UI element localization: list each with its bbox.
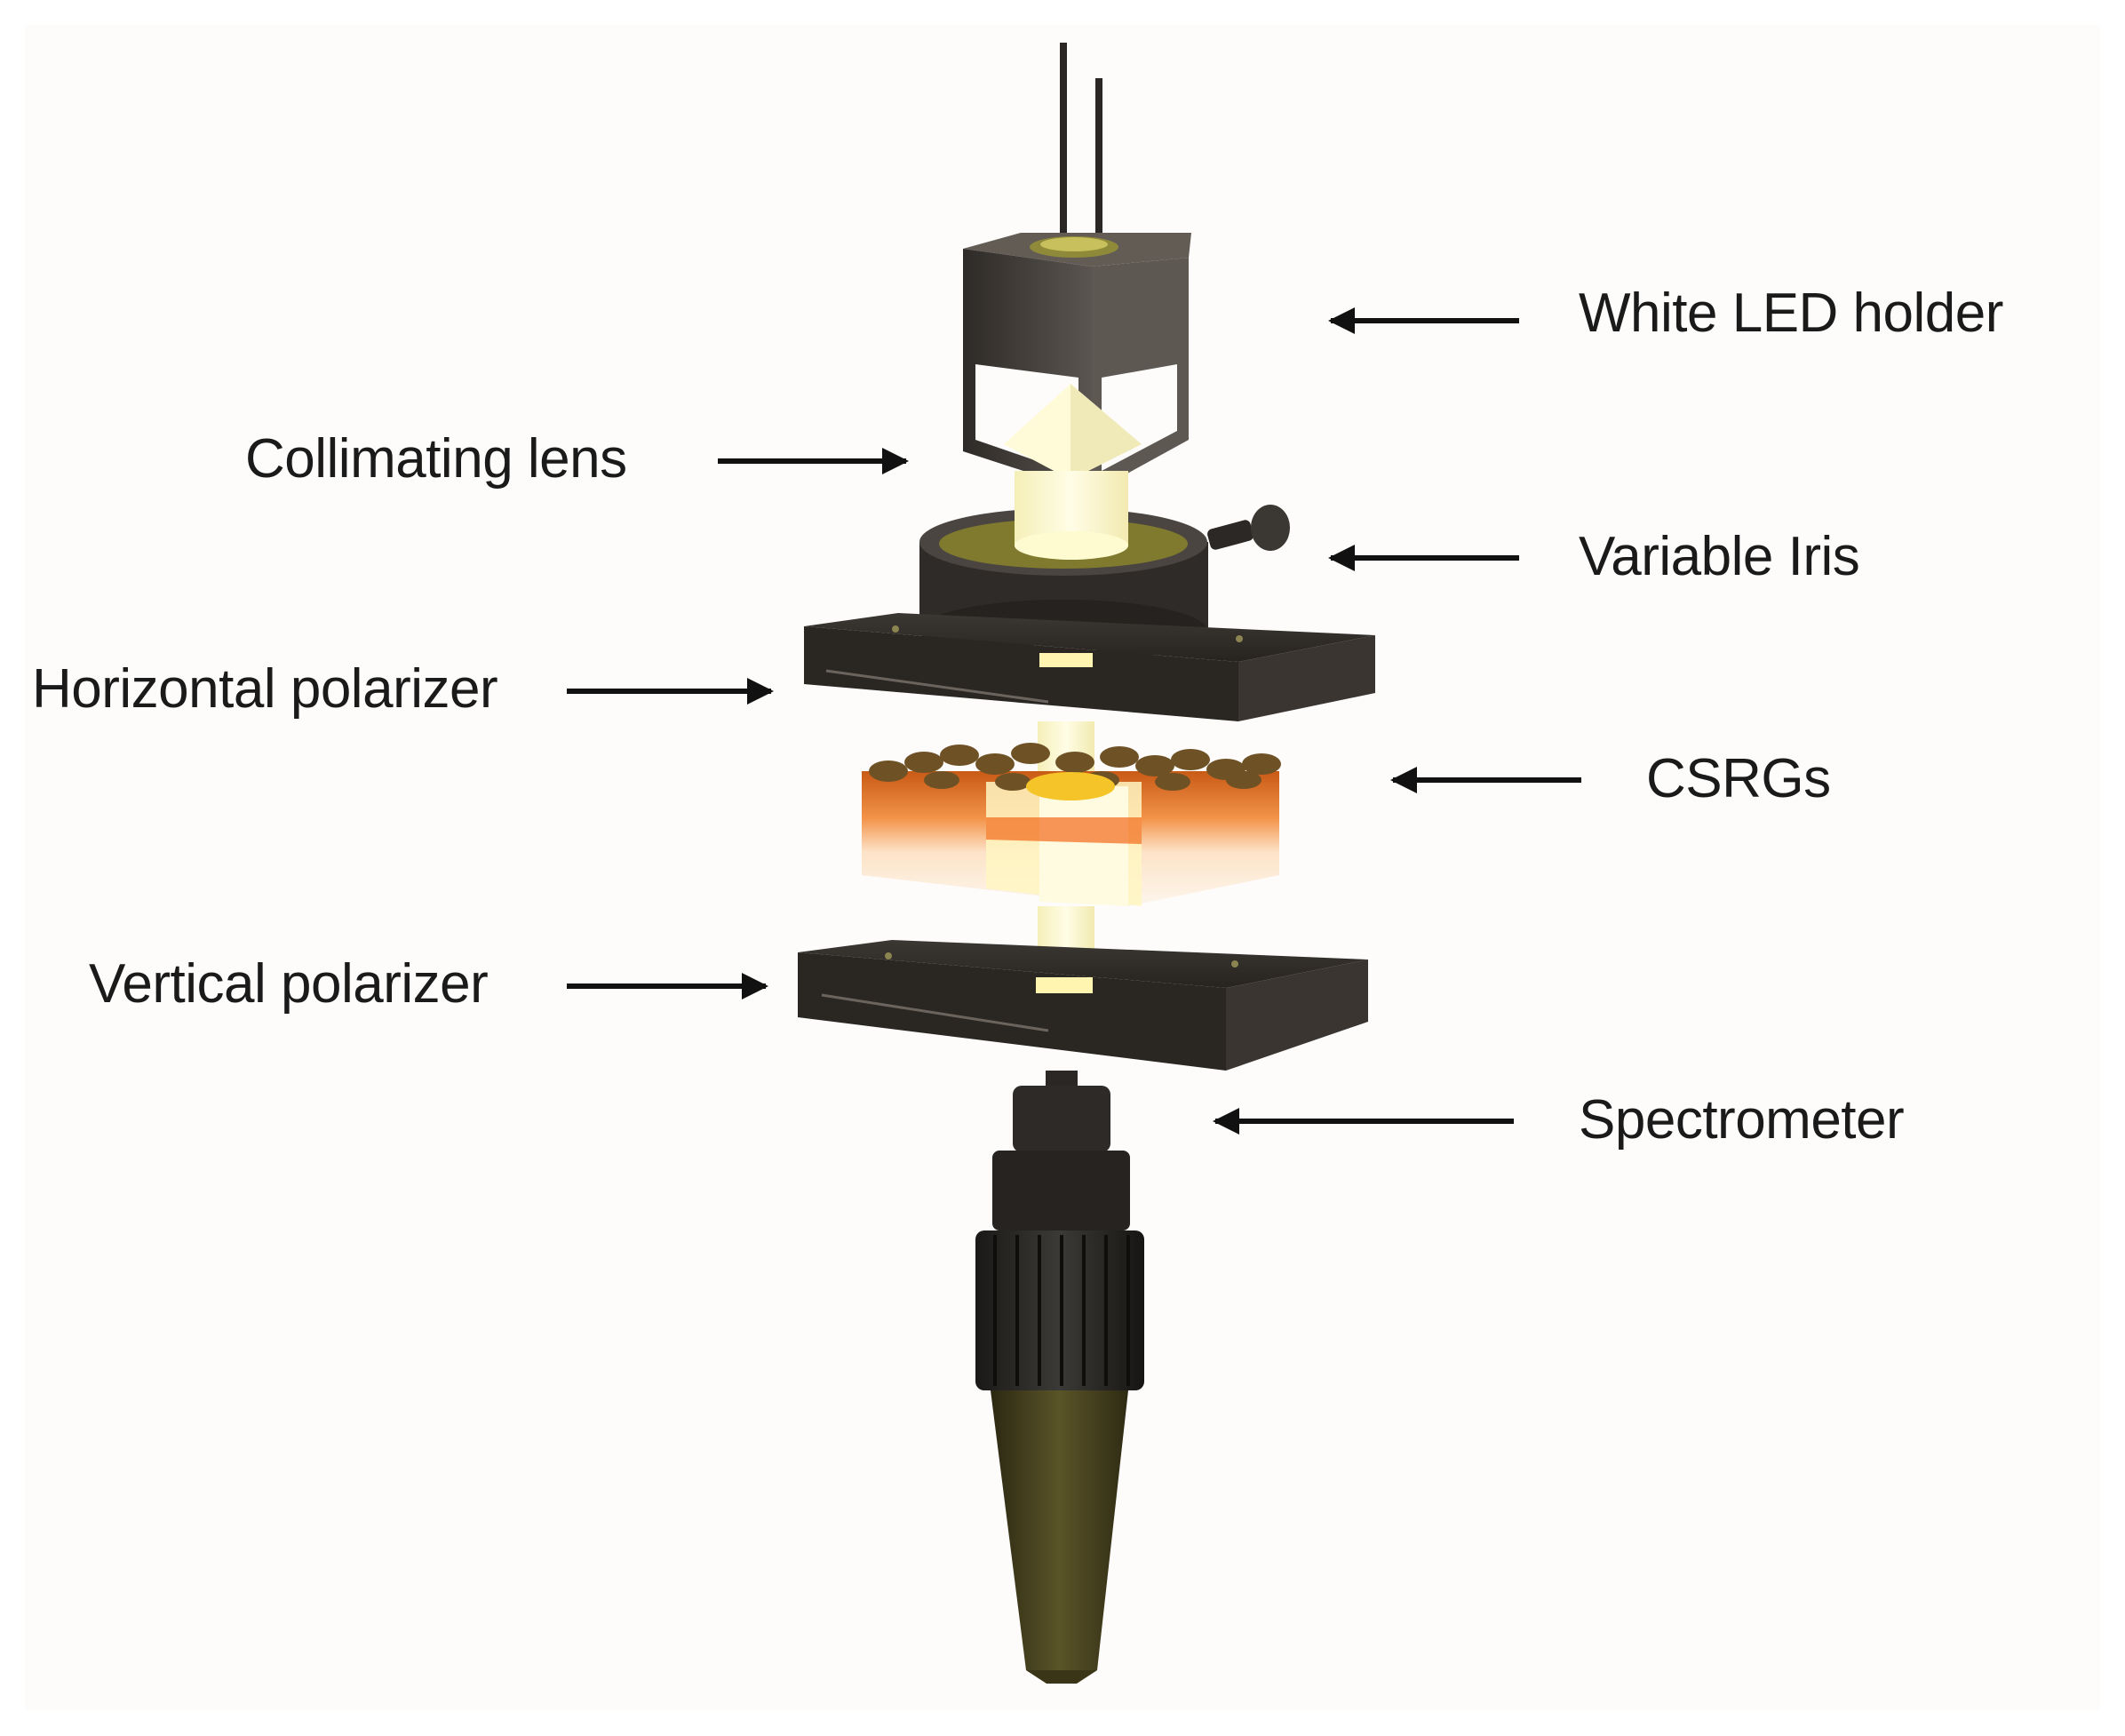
- led-wires: [1060, 43, 1102, 243]
- vertical-polarizer: [798, 940, 1368, 1071]
- label-spectrometer: Spectrometer: [1579, 1089, 1905, 1151]
- label-horizontal-polarizer: Horizontal polarizer: [32, 658, 498, 720]
- label-variable-iris: Variable Iris: [1579, 526, 1860, 587]
- csrg-sample: [862, 743, 1281, 906]
- label-collimating-lens: Collimating lens: [245, 428, 627, 490]
- label-vertical-polarizer: Vertical polarizer: [89, 953, 489, 1015]
- label-white-led-holder: White LED holder: [1579, 283, 2003, 344]
- white-led-holder: [963, 233, 1191, 493]
- arrows: [567, 307, 1581, 1135]
- spectrometer-connector: [975, 1071, 1144, 1684]
- horizontal-polarizer: [804, 613, 1375, 721]
- label-csrgs: CSRGs: [1646, 748, 1831, 809]
